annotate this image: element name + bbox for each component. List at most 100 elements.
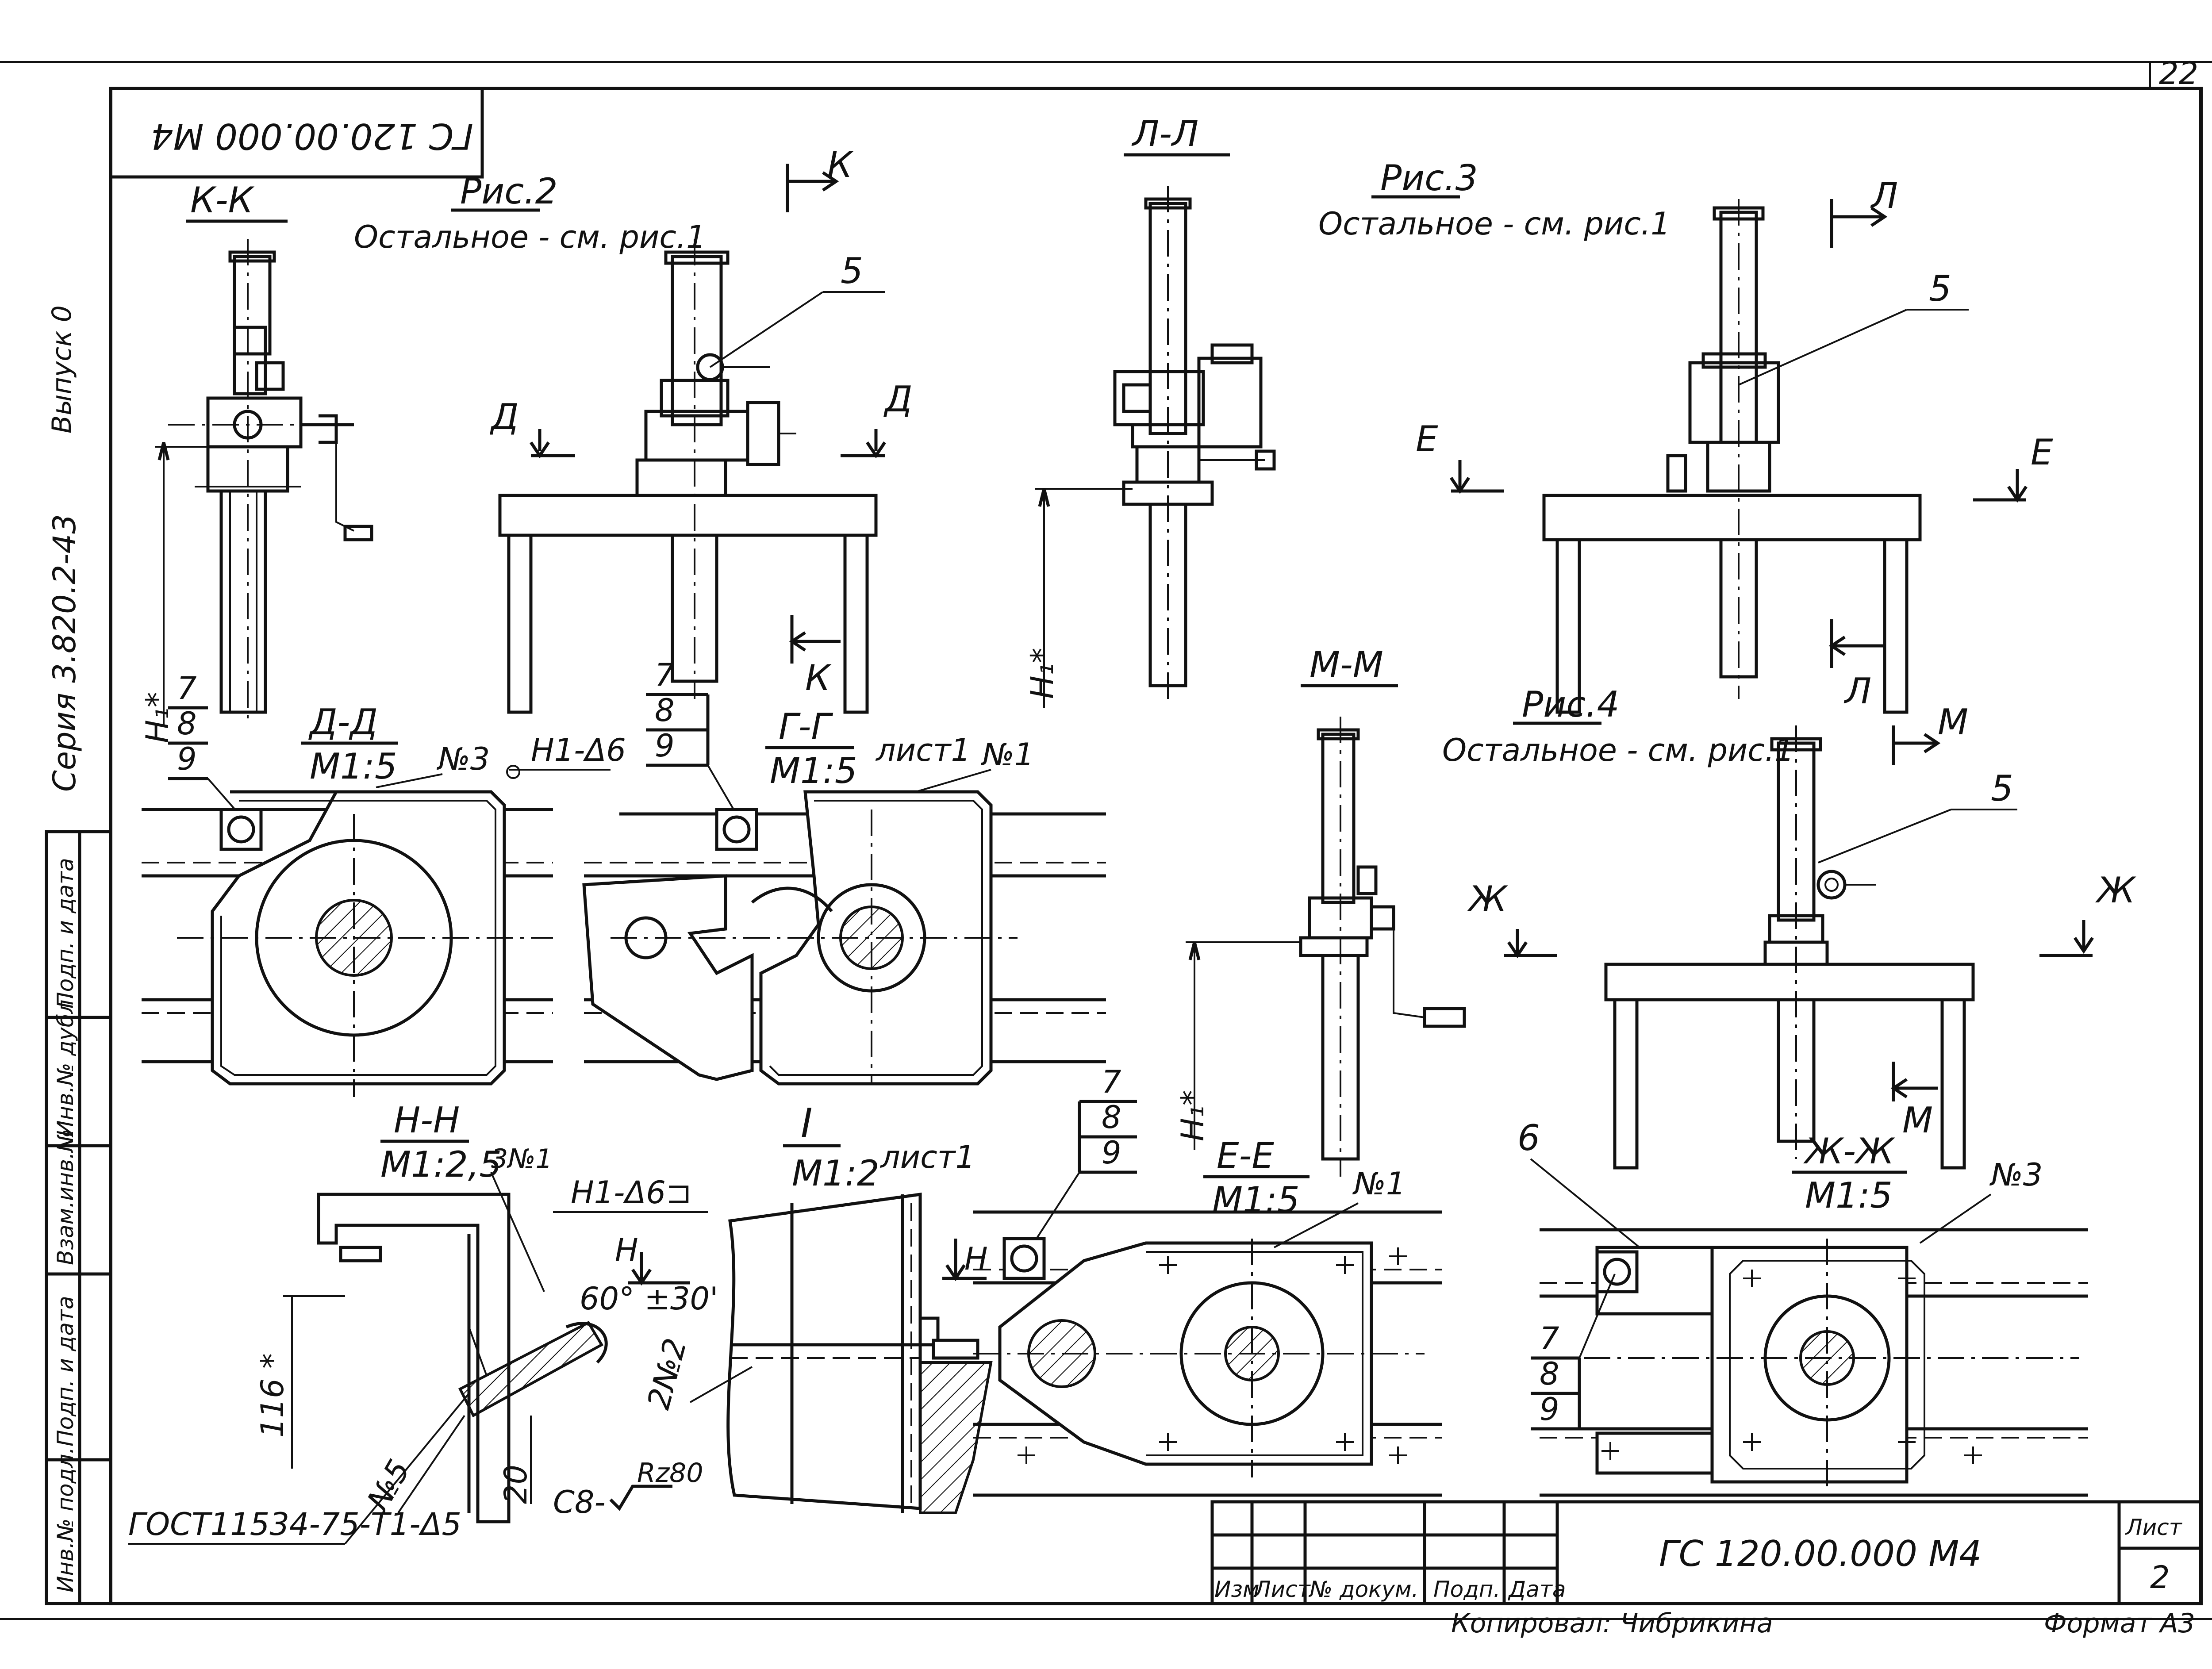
nn-cut-n: Н: [615, 1232, 638, 1268]
cut-k-top: К: [827, 144, 854, 185]
view-detail-i: I М1:2 лист1 2№2 Н: [640, 1100, 993, 1514]
ee-pos8: 8: [1102, 1099, 1121, 1136]
fig4-title: Рис.4: [1522, 684, 1620, 725]
stamp-inv-dubl: Инв.№ дубл.: [53, 993, 78, 1137]
scale-zhzh: М1:5: [1805, 1175, 1893, 1216]
tb-header-izm: Изм: [1214, 1577, 1260, 1602]
title-block: Изм Лист № докум. Подп. Дата ГС 120.00.0…: [1210, 1500, 2203, 1605]
dim-h1-kk: Н₁*: [139, 692, 176, 743]
title-gg: Г-Г: [779, 706, 833, 747]
nn-c8: С8-: [553, 1484, 606, 1520]
dd-pos9: 9: [177, 741, 197, 777]
tb-header-podp: Подп.: [1433, 1577, 1500, 1602]
view-zhzh: Ж-Ж М1:5 6 №3 7 8 9: [1517, 1117, 2088, 1497]
fig2-note: Остальное - см. рис.1: [354, 219, 706, 255]
gg-ref: лист1: [875, 732, 971, 768]
tb-sheet-label: Лист: [2125, 1515, 2183, 1540]
zhzh-pos7: 7: [1540, 1320, 1559, 1357]
ee-pos9: 9: [1102, 1135, 1121, 1171]
fig2-view: Рис.2 Остальное - см. рис.1 5 Д Д К: [354, 144, 913, 714]
title-mm: М-М: [1310, 644, 1383, 685]
fig3-title: Рис.3: [1380, 157, 1478, 199]
page-number: 22: [2159, 55, 2198, 92]
scale-ee: М1:5: [1212, 1179, 1300, 1220]
i-ref: лист1: [879, 1139, 975, 1175]
margin-stamp: Инв.№ подл. Подп. и дата Взам.инв.№ Инв.…: [45, 830, 112, 1605]
gg-no1: №1: [980, 737, 1034, 773]
cut-l-bottom: Л: [1843, 671, 1871, 712]
ee-pos7: 7: [1102, 1064, 1121, 1100]
cut-m-bottom: М: [1902, 1100, 1933, 1141]
nn-dim-116: 116 *: [254, 1353, 291, 1438]
title-ee: Е-Е: [1217, 1135, 1274, 1176]
fig2-title: Рис.2: [460, 171, 558, 212]
stamp-podp-data-1: Подп. и дата: [53, 1296, 78, 1446]
zhzh-pos8: 8: [1540, 1356, 1559, 1392]
fig3-callout-5: 5: [1929, 268, 1951, 309]
zhzh-pos9: 9: [1540, 1391, 1559, 1427]
tb-header-list: Лист: [1253, 1577, 1311, 1602]
dim-h1-ll: Н₁*: [1024, 648, 1060, 699]
dd-pos8: 8: [177, 706, 197, 742]
cut-l-top: Л: [1870, 175, 1898, 216]
view-gg: Г-Г М1:5 лист1 7 8 9 №1: [582, 657, 1106, 1086]
rotated-code-box: ГС 120.00.000 М4: [109, 87, 484, 179]
stamp-podp-data-2: Подп. и дата: [53, 858, 78, 1009]
fig3-note: Остальное - см. рис.1: [1318, 206, 1671, 242]
cut-e-left: Е: [1416, 418, 1438, 460]
nn-gost: ГОСТ11534-75-Т1-Δ5: [128, 1506, 461, 1542]
nn-rz: Rz80: [637, 1458, 703, 1489]
tb-header-data: Дата: [1508, 1577, 1566, 1602]
nn-dim-20: 20: [498, 1465, 534, 1504]
dd-weld: Н1-Δ6: [531, 732, 626, 768]
cut-e-right: Е: [2031, 432, 2053, 473]
view-dd: Д-Д М1:5 7 8 9 №3 Н1-Δ6: [142, 670, 626, 1097]
cut-zh-left: Ж: [1467, 879, 1508, 920]
cut-m-top: М: [1938, 702, 1968, 743]
view-ee: Е-Е М1:5 7 8 9: [973, 1064, 1442, 1497]
fig3-view: Рис.3 Остальное - см. рис.1 5 Е Е Л Л: [1318, 157, 2053, 714]
cut-d-right: Д: [883, 379, 913, 420]
view-nn: Н-Н М1:2,5 3№1 Н1-Δ6⊐ Н 60° ±30' 116 * 2…: [128, 1100, 718, 1545]
ee-no1: №1: [1352, 1166, 1406, 1202]
view-ll: Л-Л Н₁*: [1024, 113, 1276, 708]
nn-weld: Н1-Δ6⊐: [571, 1174, 692, 1211]
fig4-view: Рис.4 Остальное - см. рис.1 5 Ж Ж М М: [1442, 684, 2136, 1170]
view-kk: К-К Н₁*: [139, 180, 373, 743]
format-label: Формат А3: [2044, 1608, 2195, 1639]
stamp-inv-podl: Инв.№ подл.: [53, 1447, 78, 1592]
title-kk: К-К: [190, 180, 255, 221]
title-ll: Л-Л: [1131, 113, 1198, 154]
copied-by: Копировал: Чибрикина: [1451, 1608, 1773, 1639]
gg-pos9: 9: [655, 728, 675, 764]
nn-ref: 3№1: [491, 1143, 553, 1174]
cut-zh-right: Ж: [2095, 870, 2136, 911]
title-zhzh: Ж-Ж: [1803, 1131, 1895, 1172]
title-nn: Н-Н: [394, 1100, 460, 1141]
nn-angle: 60° ±30': [580, 1281, 718, 1317]
ee-bolt-marks: [1018, 1247, 1407, 1464]
cut-d-left: Д: [490, 396, 519, 437]
scale-i: М1:2: [792, 1153, 879, 1194]
tb-header-dokum: № докум.: [1308, 1577, 1418, 1602]
issue-label: Выпуск 0: [46, 305, 77, 434]
tb-code: ГС 120.00.000 М4: [1659, 1533, 1982, 1574]
title-dd: Д-Д: [308, 702, 378, 743]
view-mm: М-М Н₁*: [1175, 644, 1466, 1177]
cut-k-bottom: К: [805, 657, 832, 698]
i-2no2: 2№2: [640, 1335, 694, 1413]
scale-gg: М1:5: [770, 750, 857, 791]
scale-dd: М1:5: [310, 746, 397, 787]
zhzh-pos6: 6: [1517, 1117, 1540, 1159]
gg-pos7: 7: [655, 657, 675, 693]
tb-sheet-value: 2: [2150, 1559, 2170, 1596]
dim-h1-mm: Н₁*: [1175, 1090, 1211, 1141]
fig4-note: Остальное - см. рис.1: [1442, 732, 1794, 768]
zhzh-bolt-marks: [1601, 1270, 1982, 1464]
dd-pos7: 7: [177, 670, 197, 706]
title-i: I: [801, 1100, 813, 1147]
rotated-doc-code: ГС 120.00.000 М4: [151, 115, 473, 157]
fig2-callout-5: 5: [841, 250, 863, 292]
gg-pos8: 8: [655, 692, 675, 729]
